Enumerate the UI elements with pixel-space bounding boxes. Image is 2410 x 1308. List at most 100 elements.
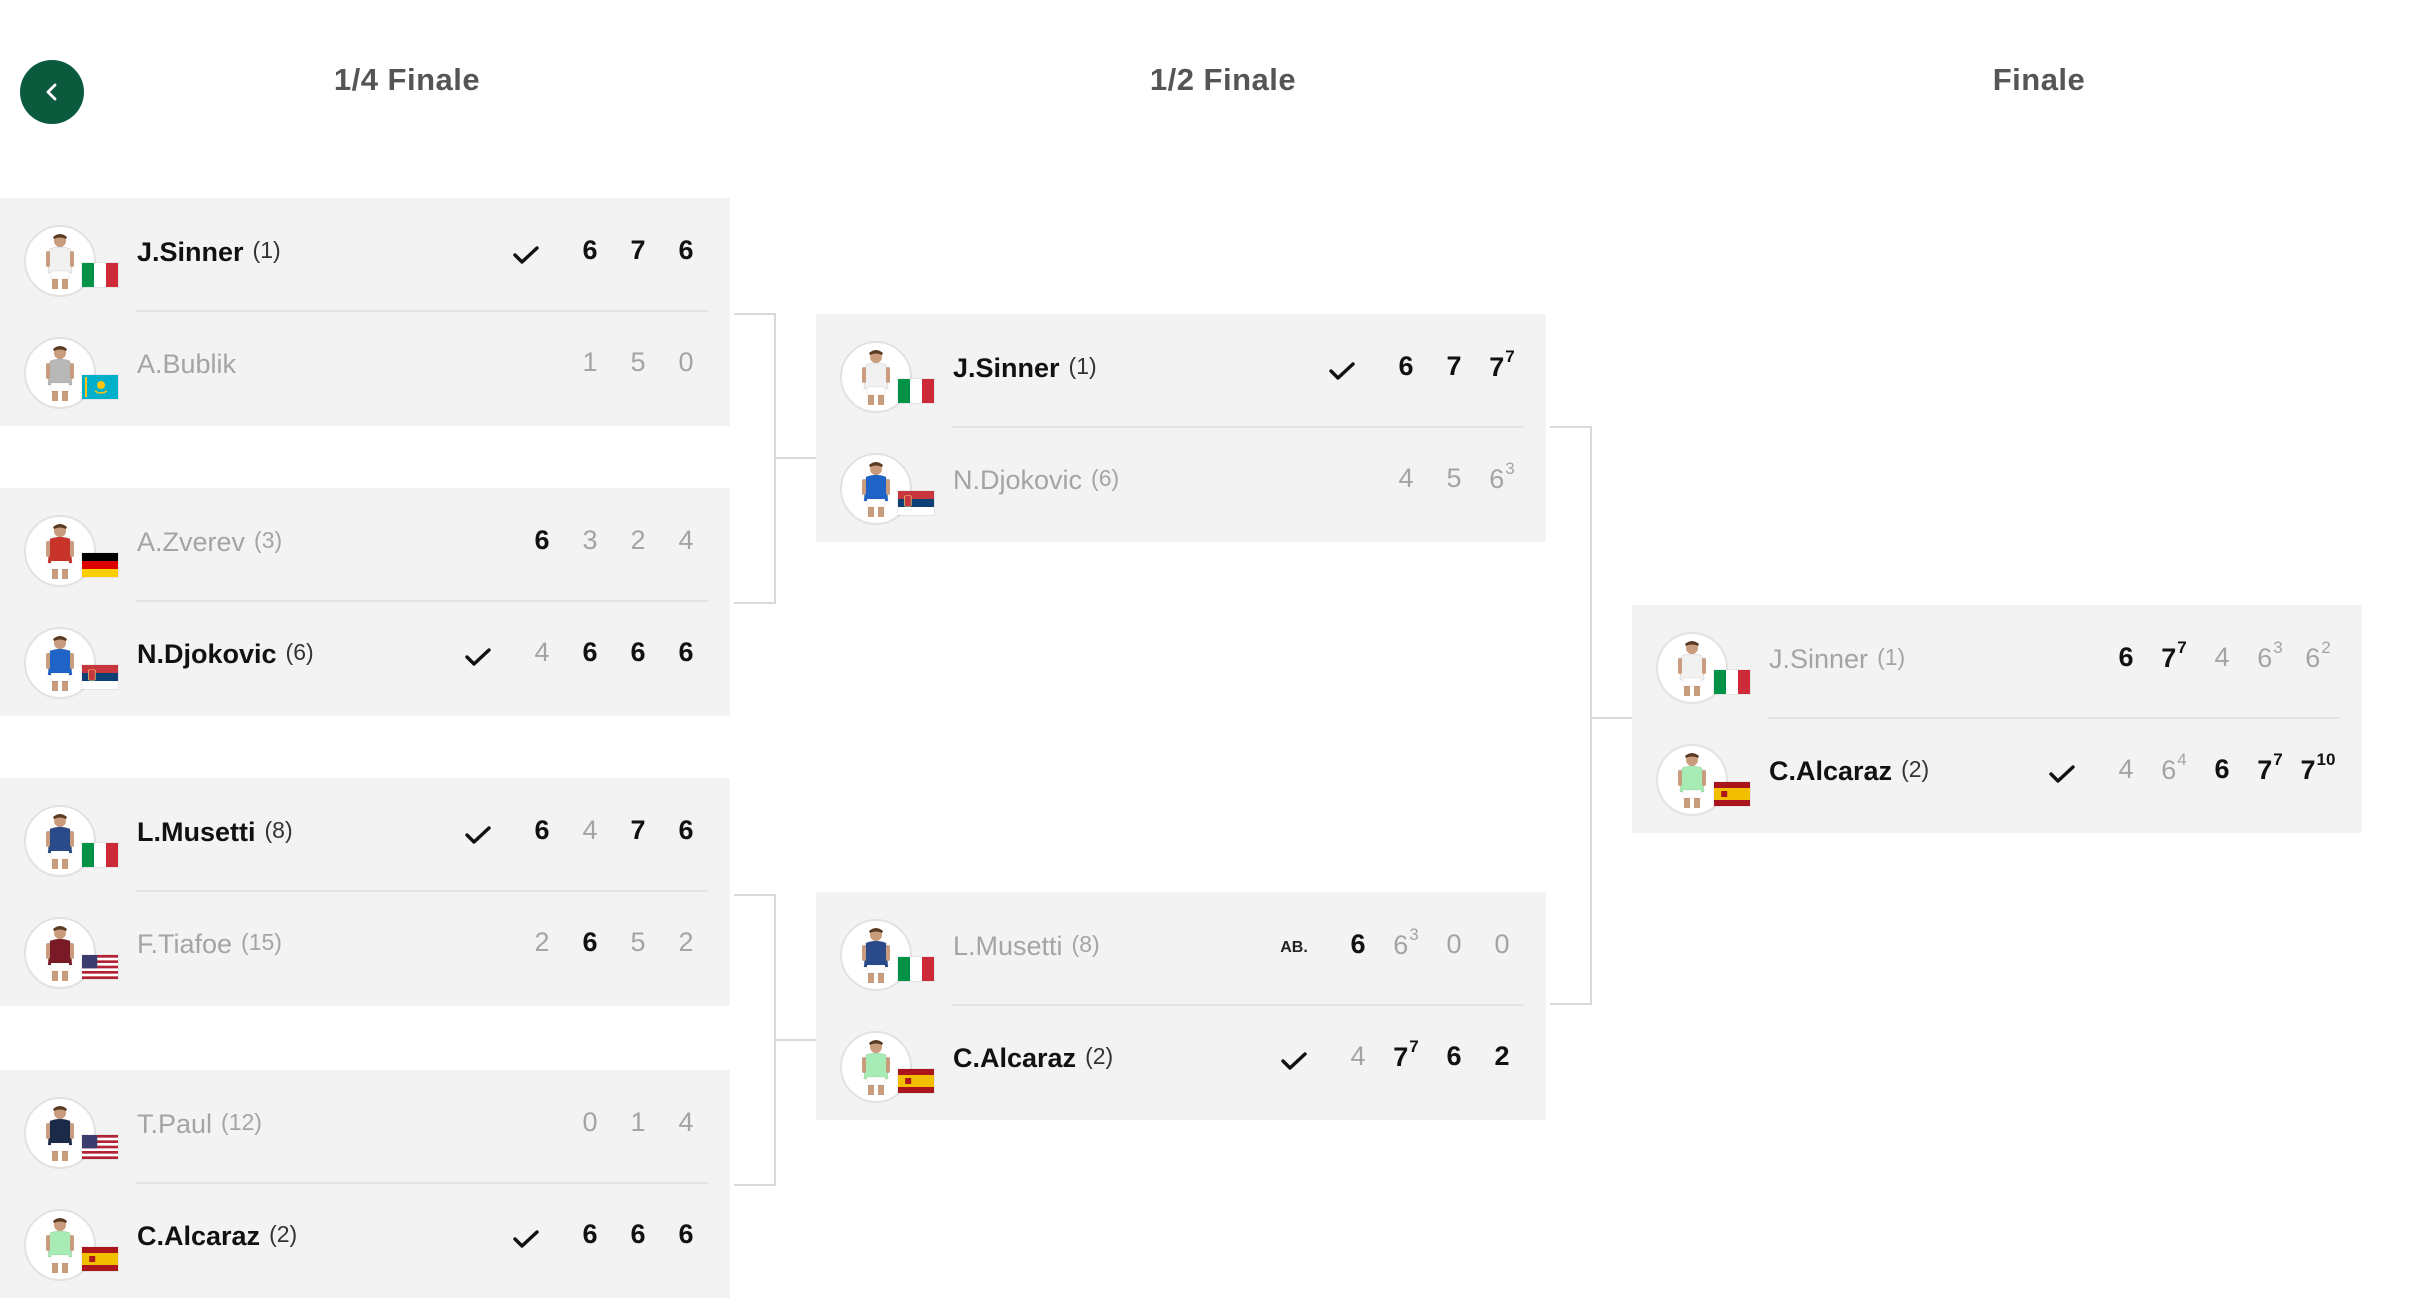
winner-checkmark-icon	[1279, 1049, 1309, 1073]
player-name[interactable]: J.Sinner(1)	[953, 353, 1097, 384]
set-games: 3	[582, 525, 597, 555]
player-seed: (12)	[221, 1109, 262, 1135]
player-name[interactable]: A.Zverev (3)	[137, 527, 282, 558]
set-score: 63	[1383, 929, 1429, 961]
player-name[interactable]: J.Sinner(1)	[137, 237, 281, 268]
player-name[interactable]: A.Bublik	[137, 349, 236, 380]
set-games: 0	[678, 347, 693, 377]
set-score: 6	[1431, 1041, 1477, 1072]
set-games: 5	[630, 927, 645, 957]
set-score: 710	[2295, 754, 2341, 786]
player-name[interactable]: C.Alcaraz(2)	[1769, 756, 1929, 787]
set-score: 5	[615, 927, 661, 958]
player-name[interactable]: N.Djokovic(6)	[137, 639, 314, 670]
set-games: 6	[2305, 643, 2320, 673]
player-name[interactable]: C.Alcaraz(2)	[137, 1221, 297, 1252]
player-name[interactable]: J.Sinner(1)	[1769, 644, 1905, 675]
set-score: 77	[1383, 1041, 1429, 1073]
player-name[interactable]: L.Musetti(8)	[953, 931, 1100, 962]
set-games: 6	[1446, 1041, 1461, 1071]
country-flag-ita	[1714, 670, 1750, 694]
set-games: 6	[1398, 351, 1413, 381]
country-flag-ita	[898, 957, 934, 981]
set-games: 5	[630, 347, 645, 377]
tiebreak-score: 3	[1505, 459, 1514, 478]
player-name[interactable]: C.Alcaraz(2)	[953, 1043, 1113, 1074]
set-score: 2	[1479, 1041, 1525, 1072]
player-seed: (2)	[269, 1221, 297, 1247]
player-name-text: A.Zverev	[137, 527, 245, 557]
tiebreak-score: 7	[1505, 347, 1514, 366]
country-flag-ita	[898, 379, 934, 403]
set-score: 6	[663, 815, 709, 846]
set-games: 2	[678, 927, 693, 957]
set-score: 77	[2247, 754, 2293, 786]
set-score: 0	[663, 347, 709, 378]
set-games: 6	[630, 637, 645, 667]
player-seed: (2)	[1085, 1043, 1113, 1069]
set-games: 4	[1350, 1041, 1365, 1071]
set-score: 4	[519, 637, 565, 668]
retired-tag: AB.	[1269, 939, 1319, 957]
set-score: 4	[567, 815, 613, 846]
set-score: 6	[519, 815, 565, 846]
player-seed: (15)	[241, 929, 282, 955]
player-name[interactable]: F.Tiafoe(15)	[137, 929, 282, 960]
set-games: 5	[1446, 463, 1461, 493]
set-score: 63	[2247, 642, 2293, 674]
set-score: 4	[663, 1107, 709, 1138]
set-score: 6	[1335, 929, 1381, 960]
player-seed: (1)	[1877, 644, 1905, 670]
player-name-text: L.Musetti	[137, 817, 256, 847]
set-score: 63	[1479, 463, 1525, 495]
set-games: 4	[534, 637, 549, 667]
set-score: 62	[2295, 642, 2341, 674]
set-score: 5	[1431, 463, 1477, 494]
player-row[interactable]: N.Djokovic(6) 4 5 63	[816, 429, 1546, 539]
player-name[interactable]: L.Musetti(8)	[137, 817, 293, 848]
set-games: 6	[678, 235, 693, 265]
country-flag-usa	[82, 1135, 118, 1159]
set-games: 7	[2161, 643, 2176, 673]
set-games: 6	[582, 235, 597, 265]
set-games: 6	[678, 1219, 693, 1249]
set-score: 6	[567, 637, 613, 668]
player-name-text: J.Sinner	[137, 237, 244, 267]
tiebreak-score: 7	[2273, 750, 2282, 769]
set-games: 6	[630, 1219, 645, 1249]
player-name[interactable]: T.Paul(12)	[137, 1109, 262, 1140]
set-games: 4	[1398, 463, 1413, 493]
set-score: 0	[567, 1107, 613, 1138]
set-score: 6	[663, 1219, 709, 1250]
tiebreak-score: 2	[2321, 638, 2330, 657]
set-games: 0	[1446, 929, 1461, 959]
player-seed: (3)	[254, 527, 282, 553]
player-name[interactable]: N.Djokovic(6)	[953, 465, 1119, 496]
set-score: 4	[1383, 463, 1429, 494]
player-seed: (8)	[1072, 931, 1100, 957]
tiebreak-score: 7	[1409, 1037, 1418, 1056]
set-score: 0	[1479, 929, 1525, 960]
set-games: 0	[582, 1107, 597, 1137]
set-games: 0	[1494, 929, 1509, 959]
